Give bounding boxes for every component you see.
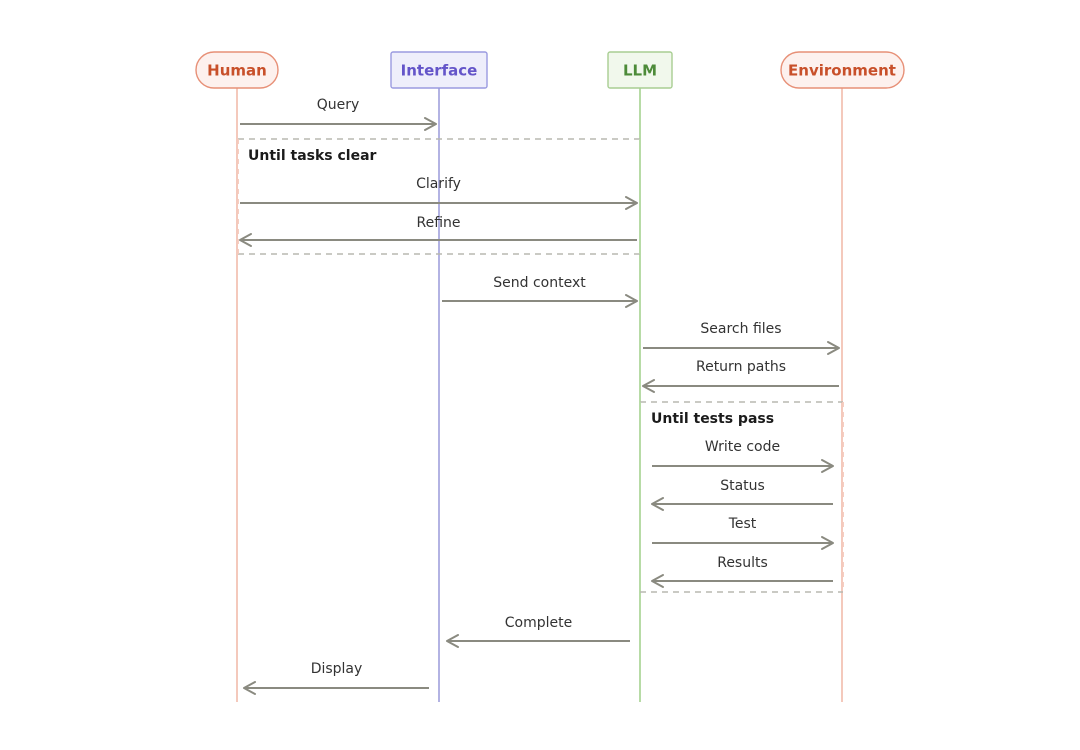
message-label: Test [728,516,757,532]
participant-interface[interactable]: Interface [390,51,488,89]
message-arrow: Complete [446,615,630,648]
participant-label: Human [207,62,267,80]
arrow-head-icon [625,196,638,210]
participant-label: LLM [623,62,657,80]
participant-human[interactable]: Human [195,51,279,89]
message-label: Display [311,661,363,677]
message-arrow: Write code [652,439,834,473]
participant-box[interactable] [780,51,905,89]
arrow-head-icon [821,459,834,473]
arrow-head-icon [243,681,256,695]
arrow-head-icon [446,634,459,648]
message-label: Return paths [696,359,786,375]
message-arrow: Send context [442,275,638,308]
message-label: Complete [505,615,572,631]
message-label: Results [717,555,768,571]
loop-label: Until tasks clear [248,148,377,164]
message-label: Refine [416,215,460,231]
participant-label: Interface [401,62,478,80]
arrow-head-icon [642,379,655,393]
message-arrow: Refine [239,215,637,247]
message-arrow: Results [651,555,833,588]
message-arrow: Search files [643,321,840,355]
message-arrow: Return paths [642,359,839,393]
arrow-head-icon [651,574,664,588]
loop-frame: Until tasks clear [237,138,641,255]
arrow-head-icon [821,536,834,550]
participant-llm[interactable]: LLM [607,51,673,89]
message-label: Write code [705,439,780,455]
message-arrow: Clarify [240,176,638,210]
message-label: Status [720,478,765,494]
arrow-head-icon [239,233,252,247]
message-arrow: Display [243,661,429,695]
participant-box[interactable] [390,51,488,89]
participant-environment[interactable]: Environment [780,51,905,89]
arrow-head-icon [827,341,840,355]
message-arrow: Status [651,478,833,511]
message-label: Clarify [416,176,461,192]
message-label: Send context [493,275,586,291]
lifelines-layer [236,88,843,702]
message-label: Query [317,97,360,113]
participant-box[interactable] [607,51,673,89]
participant-box[interactable] [195,51,279,89]
arrow-head-icon [651,497,664,511]
message-arrow: Query [240,97,437,131]
arrow-head-icon [424,117,437,131]
participants-layer: Human Interface LLM Environment [195,51,905,89]
loop-frame: Until tests pass [639,401,844,593]
loop-label: Until tests pass [651,411,774,427]
participant-label: Environment [788,62,896,80]
message-arrow: Test [652,516,834,550]
arrow-head-icon [625,294,638,308]
message-label: Search files [700,321,781,337]
